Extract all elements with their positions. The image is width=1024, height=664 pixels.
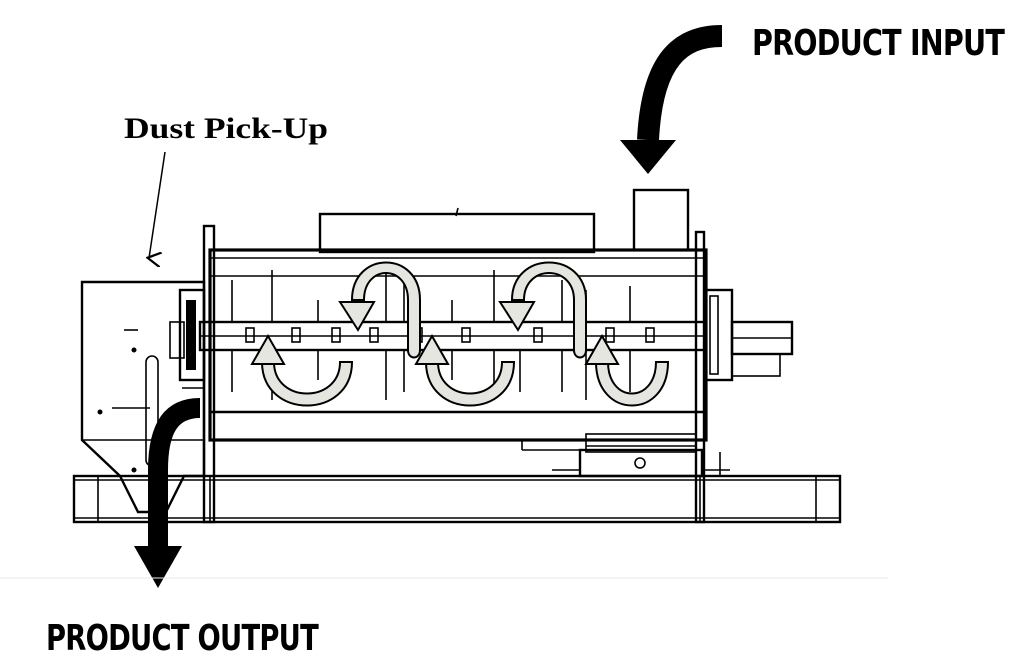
mixing-flow-loop-2 [414, 261, 587, 407]
shaft-paddles [231, 270, 631, 400]
agitator-shaft [198, 320, 708, 352]
support-bracket [521, 433, 730, 478]
right-end-plate [694, 230, 794, 524]
product-output-label: PRODUCT OUTPUT [46, 618, 319, 659]
mixing-flow-loop-1 [250, 261, 421, 407]
dust-pickup-label: Dust Pick-Up [124, 112, 328, 145]
shaft-bolts [245, 327, 655, 343]
dust-pickup-pointer [149, 151, 166, 258]
discharge-hopper [80, 280, 206, 514]
product-input-arrow [620, 25, 723, 174]
mixing-flow-loop-3 [584, 333, 670, 407]
base-frame [72, 474, 842, 524]
product-input-label: PRODUCT INPUT [752, 23, 1005, 64]
inlet-chute [632, 188, 690, 252]
product-output-arrow [134, 398, 201, 588]
trough-body [208, 248, 708, 442]
top-cover [318, 207, 596, 254]
left-bearing [169, 288, 206, 382]
